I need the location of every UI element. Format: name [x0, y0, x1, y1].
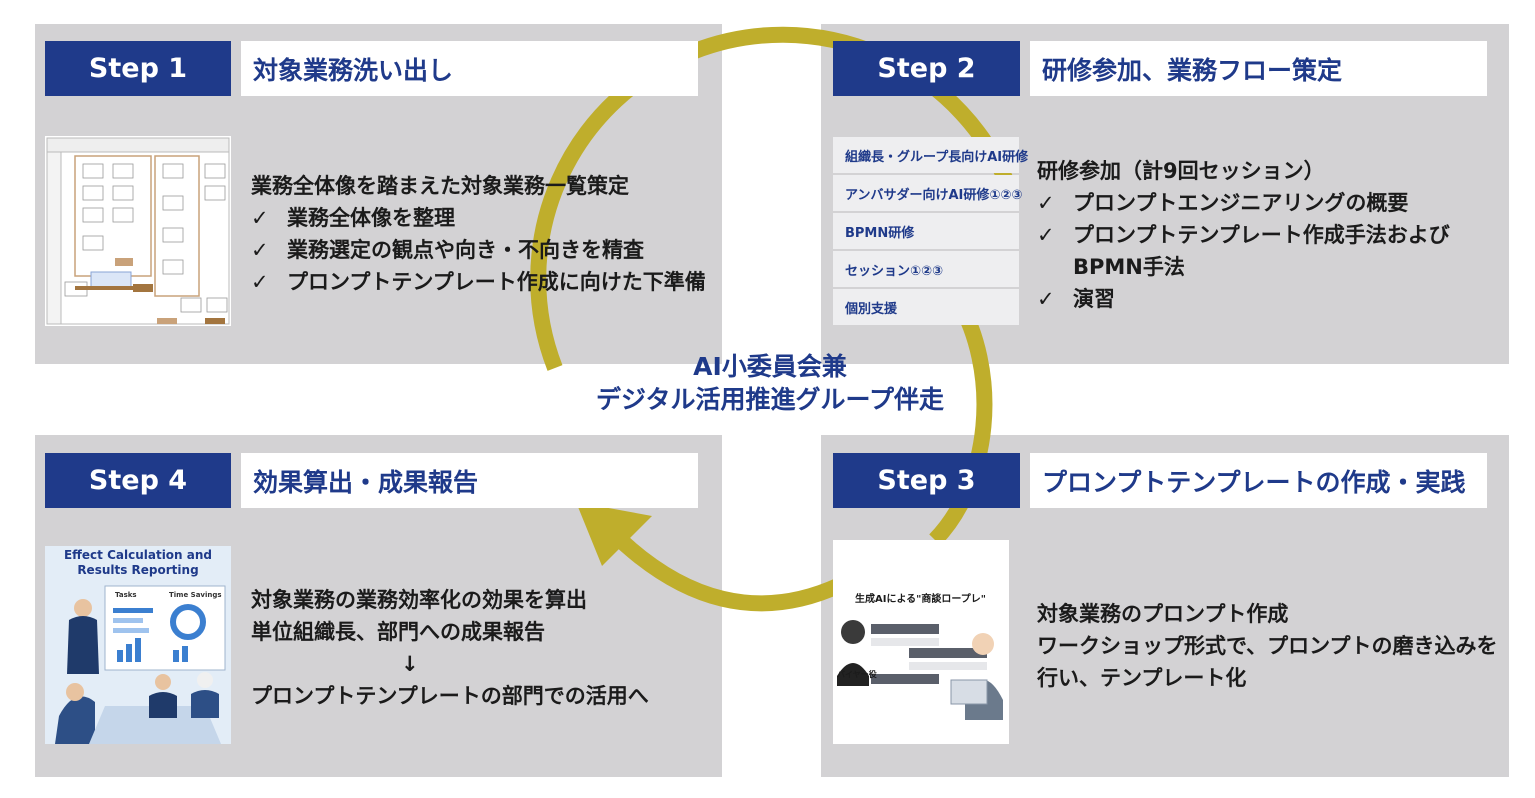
step1-title: 対象業務洗い出し	[241, 41, 698, 96]
center-label: AI小委員会兼 デジタル活用推進グループ伴走	[560, 350, 980, 416]
cycle-arc-right	[929, 296, 993, 546]
step2-training-list: 組織長・グループ長向けAI研修 アンバサダー向けAI研修①②③ BPMN研修 セ…	[833, 137, 1028, 327]
step4-badge: Step 4	[45, 453, 231, 508]
training-item-1: 組織長・グループ長向けAI研修	[833, 137, 1028, 173]
cycle-arrowhead	[576, 502, 652, 566]
step2-heading: 研修参加（計9回セッション）	[1037, 159, 1325, 183]
step2-bullet-1-text: プロンプトエンジニアリングの概要	[1073, 191, 1409, 215]
step2-bullet-1: ✓ プロンプトエンジニアリングの概要	[1037, 187, 1450, 219]
training-item-4: セッション①②③	[833, 251, 1019, 287]
step2-title: 研修参加、業務フロー策定	[1030, 41, 1487, 96]
step1-bullet-1: ✓ 業務全体像を整理	[251, 202, 706, 234]
step3-line-3: 行い、テンプレート化	[1037, 666, 1247, 690]
check-icon: ✓	[1037, 287, 1055, 311]
step2-bullet-3: ✓ 演習	[1037, 283, 1450, 315]
check-icon: ✓	[251, 270, 269, 294]
check-icon: ✓	[1037, 223, 1055, 247]
step3-image-title: 生成AIによる"商談ロープレ"	[855, 594, 986, 605]
step1-heading: 業務全体像を踏まえた対象業務一覧策定	[251, 174, 629, 198]
step3-title: プロンプトテンプレートの作成・実践	[1030, 453, 1487, 508]
training-item-3: BPMN研修	[833, 213, 1019, 249]
step4-conclusion: プロンプトテンプレートの部門での活用へ	[251, 684, 649, 708]
training-item-5: 個別支援	[833, 289, 1019, 325]
check-icon: ✓	[1037, 191, 1055, 215]
step4-illustration-label-tasks: Tasks	[115, 591, 137, 599]
step3-roleplay-image: 生成AIによる"商談ロープレ" バイヤー役	[833, 540, 1009, 744]
training-item-2: アンバサダー向けAI研修①②③	[833, 175, 1022, 211]
step2-bullet-3-text: 演習	[1073, 287, 1115, 311]
step1-bullet-2-text: 業務選定の観点や向き・不向きを精査	[287, 238, 644, 262]
step1-bullet-1-text: 業務全体像を整理	[287, 206, 455, 230]
step4-illustration-label-time: Time Savings	[169, 591, 222, 599]
step1-bullet-2: ✓ 業務選定の観点や向き・不向きを精査	[251, 234, 706, 266]
step2-badge: Step 2	[833, 41, 1020, 96]
check-icon: ✓	[251, 206, 269, 230]
step3-image-caption: バイヤー役	[837, 670, 877, 679]
center-line-2: デジタル活用推進グループ伴走	[595, 385, 944, 414]
center-line-1: AI小委員会兼	[693, 352, 847, 381]
step3-body: 対象業務のプロンプト作成 ワークショップ形式で、プロンプトの磨き込みを 行い、テ…	[1037, 598, 1498, 694]
step3-badge: Step 3	[833, 453, 1020, 508]
step3-line-1: 対象業務のプロンプト作成	[1037, 602, 1289, 626]
step4-line-2: 単位組織長、部門への成果報告	[251, 620, 545, 644]
step4-line-1: 対象業務の業務効率化の効果を算出	[251, 588, 587, 612]
step3-line-2: ワークショップ形式で、プロンプトの磨き込みを	[1037, 634, 1498, 658]
step1-bullet-3-text: プロンプトテンプレート作成に向けた下準備	[287, 270, 706, 294]
step1-flow-diagram-image	[45, 136, 231, 326]
step2-body: 研修参加（計9回セッション） ✓ プロンプトエンジニアリングの概要 ✓ プロンプトテ…	[1037, 155, 1450, 315]
step4-title: 効果算出・成果報告	[241, 453, 698, 508]
step4-down-arrow: ↓	[401, 652, 419, 676]
step1-badge: Step 1	[45, 41, 231, 96]
step1-bullet-3: ✓ プロンプトテンプレート作成に向けた下準備	[251, 266, 706, 298]
step2-bullet-2-text: プロンプトテンプレート作成手法および	[1073, 223, 1450, 247]
step2-bullet-2: ✓ プロンプトテンプレート作成手法および	[1037, 219, 1450, 251]
step4-body: 対象業務の業務効率化の効果を算出 単位組織長、部門への成果報告 ↓ プロンプトテ…	[251, 584, 649, 712]
check-icon: ✓	[251, 238, 269, 262]
step4-illustration-title: Effect Calculation and Results Reporting	[63, 548, 212, 577]
step1-body: 業務全体像を踏まえた対象業務一覧策定 ✓ 業務全体像を整理 ✓ 業務選定の観点や向き…	[251, 170, 706, 298]
step4-illustration: Effect Calculation and Results Reporting…	[45, 546, 231, 744]
step2-bullet-2-continuation: BPMN手法	[1073, 255, 1185, 279]
cycle-arc-bottom	[604, 524, 844, 612]
